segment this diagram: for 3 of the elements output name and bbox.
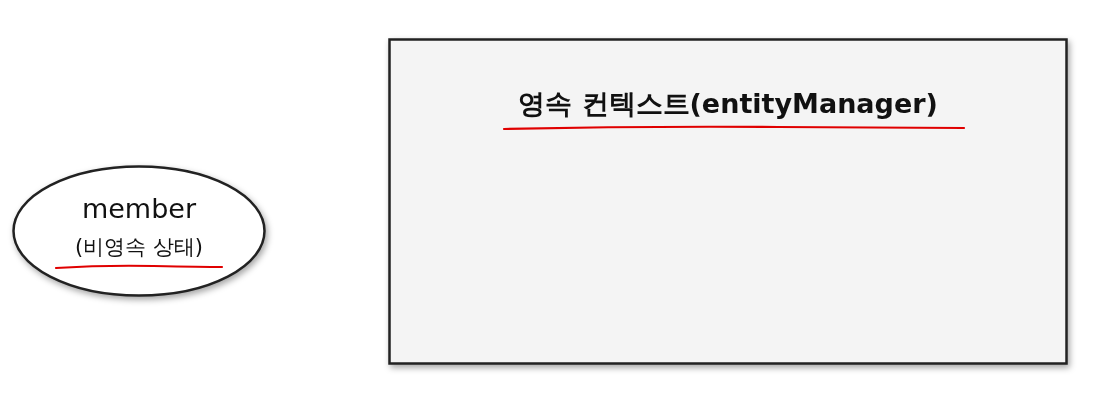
node-subtitle: (비영속 상태) [73, 234, 205, 261]
box-heading: 영속 컨텍스트(entityManager) [517, 87, 939, 121]
node-title: member [80, 193, 198, 224]
